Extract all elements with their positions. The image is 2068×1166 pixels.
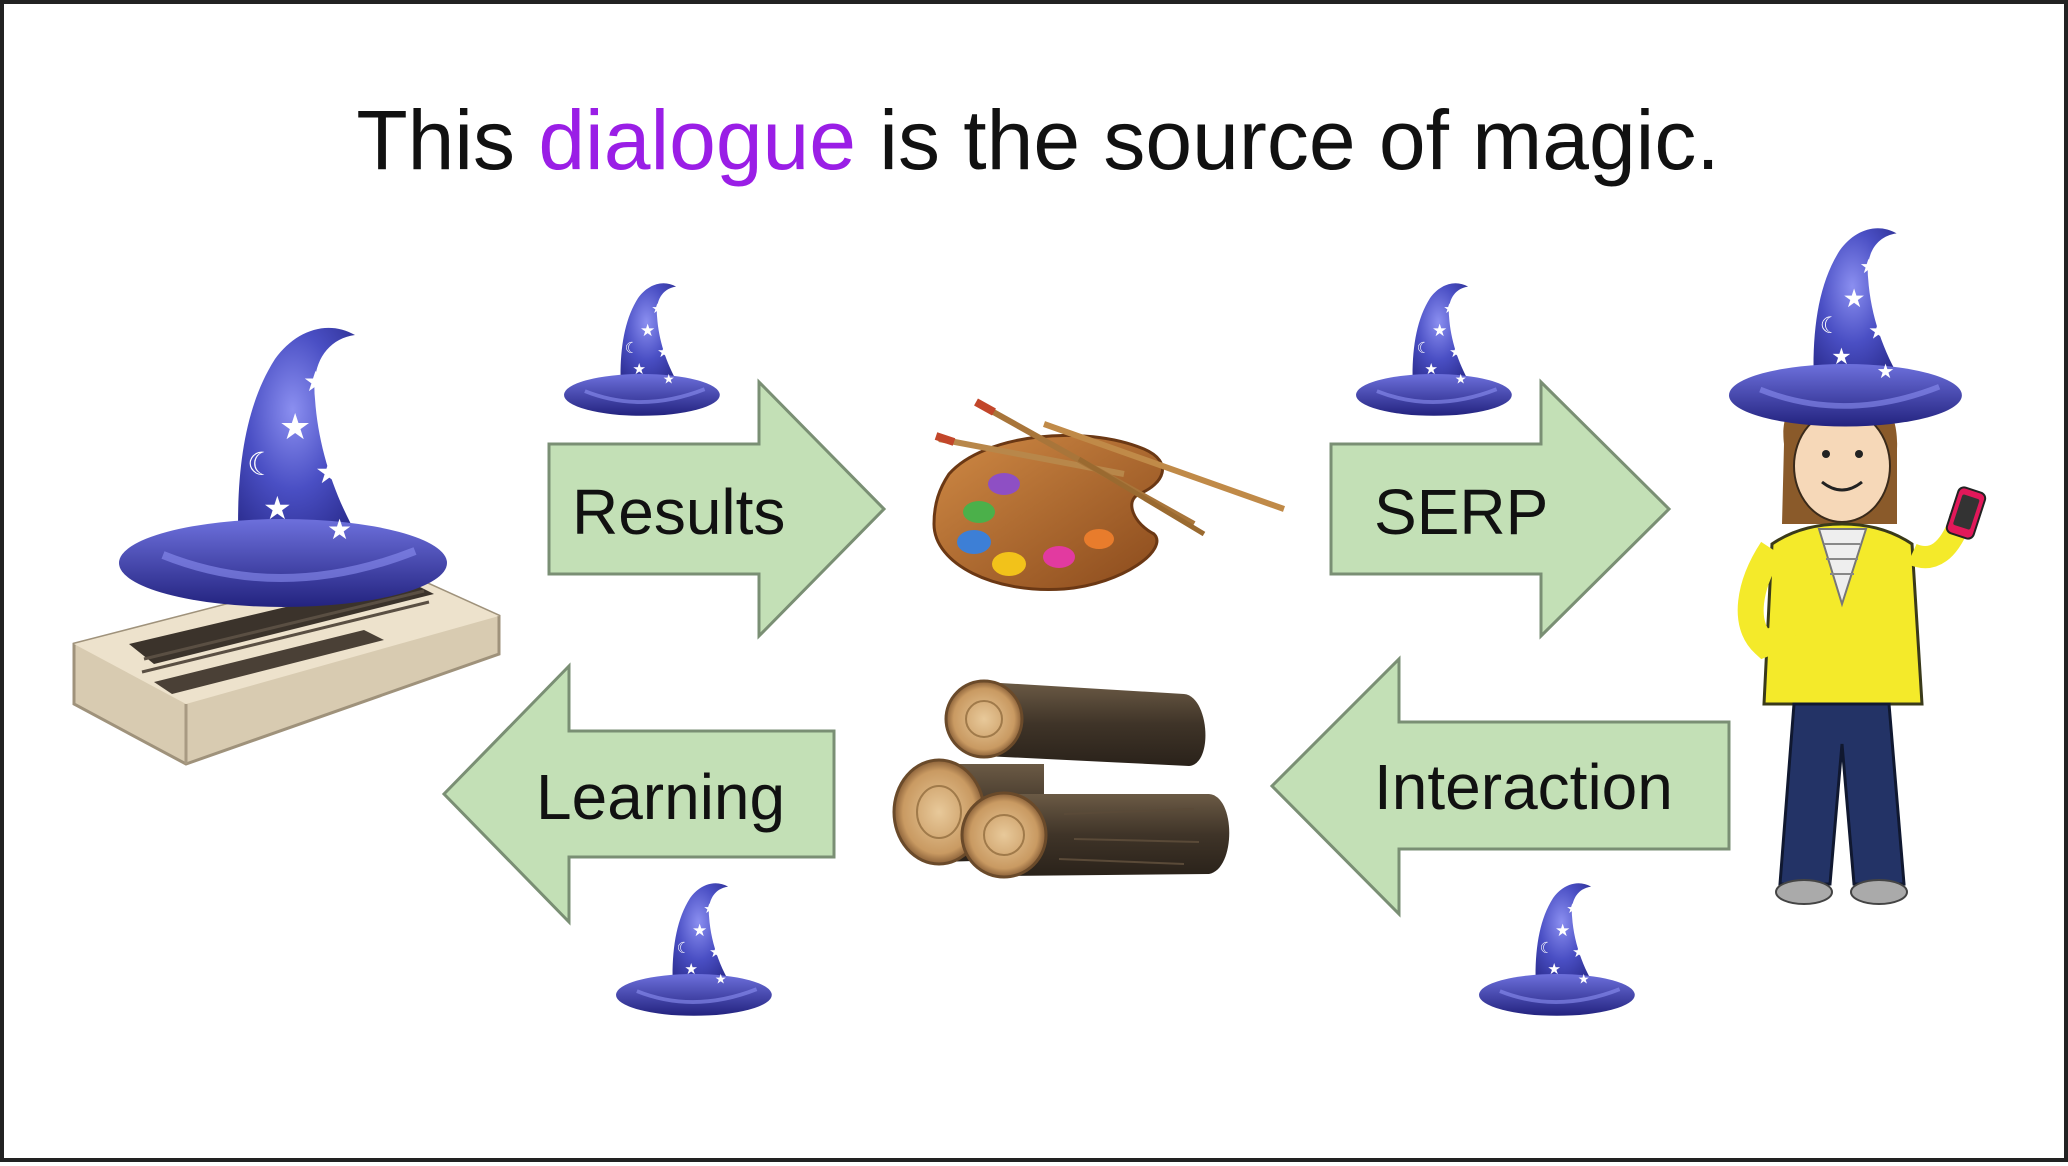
magic-dialogue-diagram: ★ ★ ★ ★ ★ ☾ Results [72,4,1987,1018]
serp-label: SERP [1374,476,1548,548]
learning-arrow: Learning [441,662,836,926]
results-label: Results [572,476,785,548]
title-prefix: This [356,93,539,187]
wizard-hat-icon [1477,881,1637,1018]
wizard-hat-icon [119,328,447,607]
page-title: This dialogue is the source of magic. [4,92,2068,189]
firewood-logs-icon [892,679,1230,879]
results-arrow: Results [547,378,887,640]
title-suffix: is the source of magic. [855,93,1720,187]
paint-palette-icon [932,398,1286,592]
wizard-hat-icon [1729,228,1962,426]
interaction-label: Interaction [1374,751,1673,823]
girl-with-phone-icon [1737,384,1987,905]
interaction-arrow: Interaction [1269,655,1731,918]
serp-arrow: SERP [1329,378,1672,640]
wizard-hat-icon [614,881,774,1018]
learning-label: Learning [536,761,785,833]
title-accent-word: dialogue [538,93,856,187]
wizard-hat-icon [562,281,722,418]
wizard-hat-icon [1354,281,1514,418]
